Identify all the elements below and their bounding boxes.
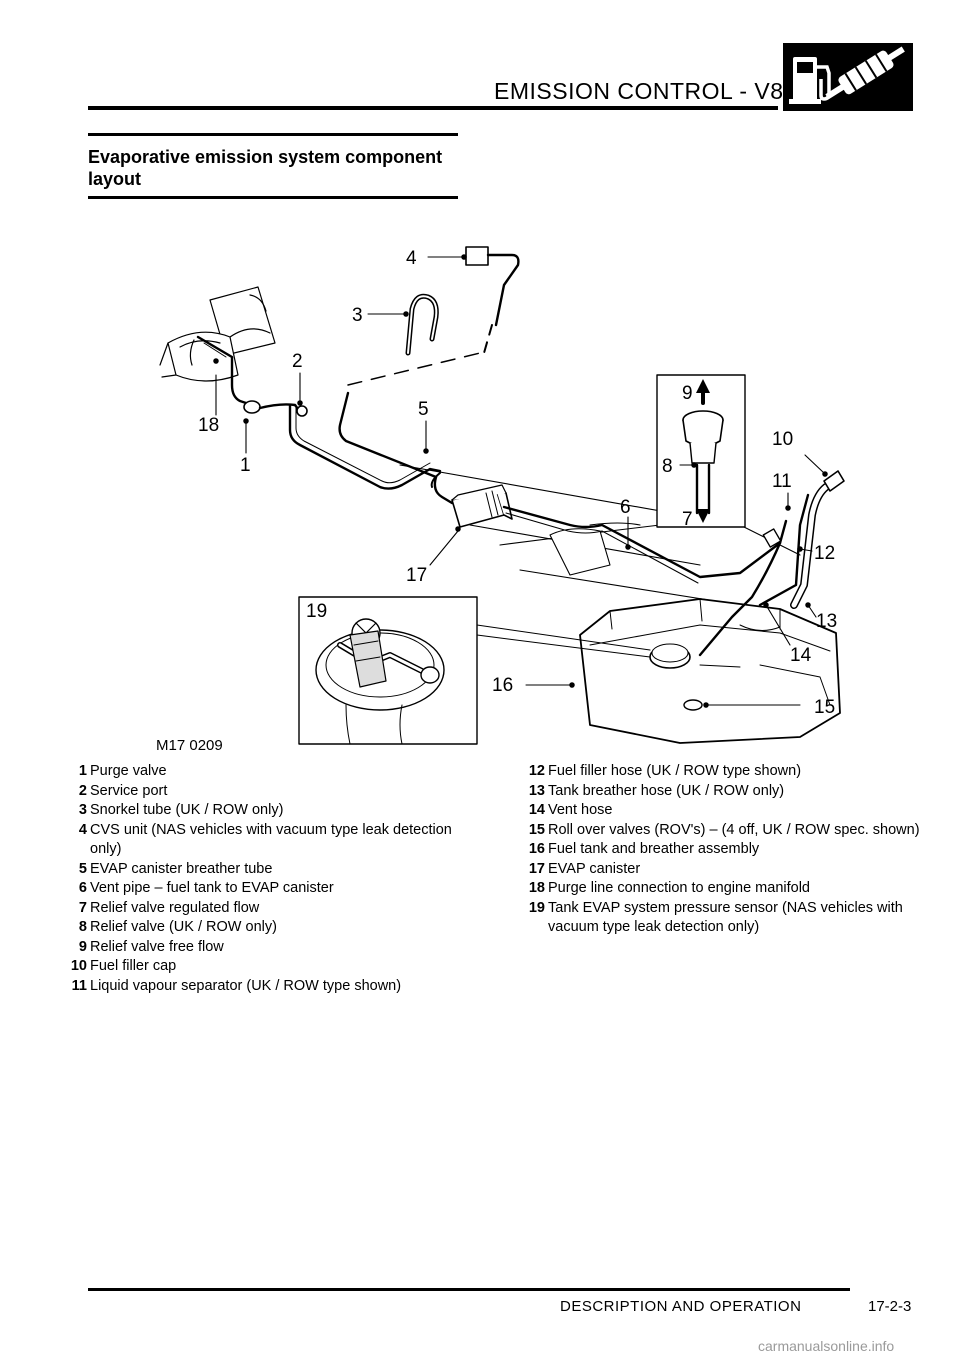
footer-rule <box>88 1288 850 1291</box>
header-title: EMISSION CONTROL - V8 <box>494 78 784 104</box>
callout-7: 7 <box>682 509 693 530</box>
callout-8: 8 <box>662 456 673 477</box>
callout-17: 17 <box>406 565 427 586</box>
section-rule-bottom <box>88 196 458 199</box>
header-rule <box>88 106 778 110</box>
engine-manifold-sketch <box>159 286 276 382</box>
callout-18: 18 <box>198 415 219 436</box>
callout-13: 13 <box>816 611 837 632</box>
chassis-sketch <box>399 464 801 606</box>
section-rule-top <box>88 133 458 136</box>
purge-line <box>196 335 248 405</box>
watermark: carmanualsonline.info <box>758 1338 895 1354</box>
callout-19: 19 <box>306 601 327 622</box>
fuel-tank <box>579 598 841 744</box>
fuel-filler-cap <box>823 470 845 492</box>
callout-1: 1 <box>240 455 251 476</box>
callout-5: 5 <box>418 399 429 420</box>
callout-10: 10 <box>772 429 793 450</box>
footer-section: DESCRIPTION AND OPERATION <box>560 1298 802 1315</box>
evap-canister <box>451 484 513 528</box>
fuel-pump-and-exhaust-icon <box>783 43 913 111</box>
figure-ref: M17 0209 <box>156 737 223 754</box>
section-title: Evaporative emission system component la… <box>88 147 443 189</box>
callout-9: 9 <box>682 383 693 404</box>
callout-11: 11 <box>772 471 792 492</box>
callout-3: 3 <box>352 305 363 326</box>
callout-4: 4 <box>406 248 417 269</box>
callout-14: 14 <box>790 645 812 666</box>
tank-breather-hose <box>758 493 810 607</box>
callout-6: 6 <box>620 497 631 518</box>
canister-breather-tube <box>338 391 438 479</box>
callout-16: 16 <box>492 675 513 696</box>
roll-over-valve <box>683 699 703 711</box>
vent-hose <box>698 541 782 657</box>
snorkel-tube <box>405 293 439 356</box>
component-layout-diagram: 4 3 2 18 1 5 6 17 9 8 7 10 11 12 13 14 1… <box>140 225 860 755</box>
page-number: 17-2-3 <box>868 1298 912 1315</box>
service-port <box>296 405 308 417</box>
vent-pipe <box>502 505 788 579</box>
callout-15: 15 <box>814 697 835 718</box>
purge-valve <box>243 400 261 414</box>
callout-12: 12 <box>814 543 835 564</box>
callout-2: 2 <box>292 351 303 372</box>
cvs-unit <box>465 246 489 266</box>
liquid-vapour-separator <box>762 528 782 548</box>
